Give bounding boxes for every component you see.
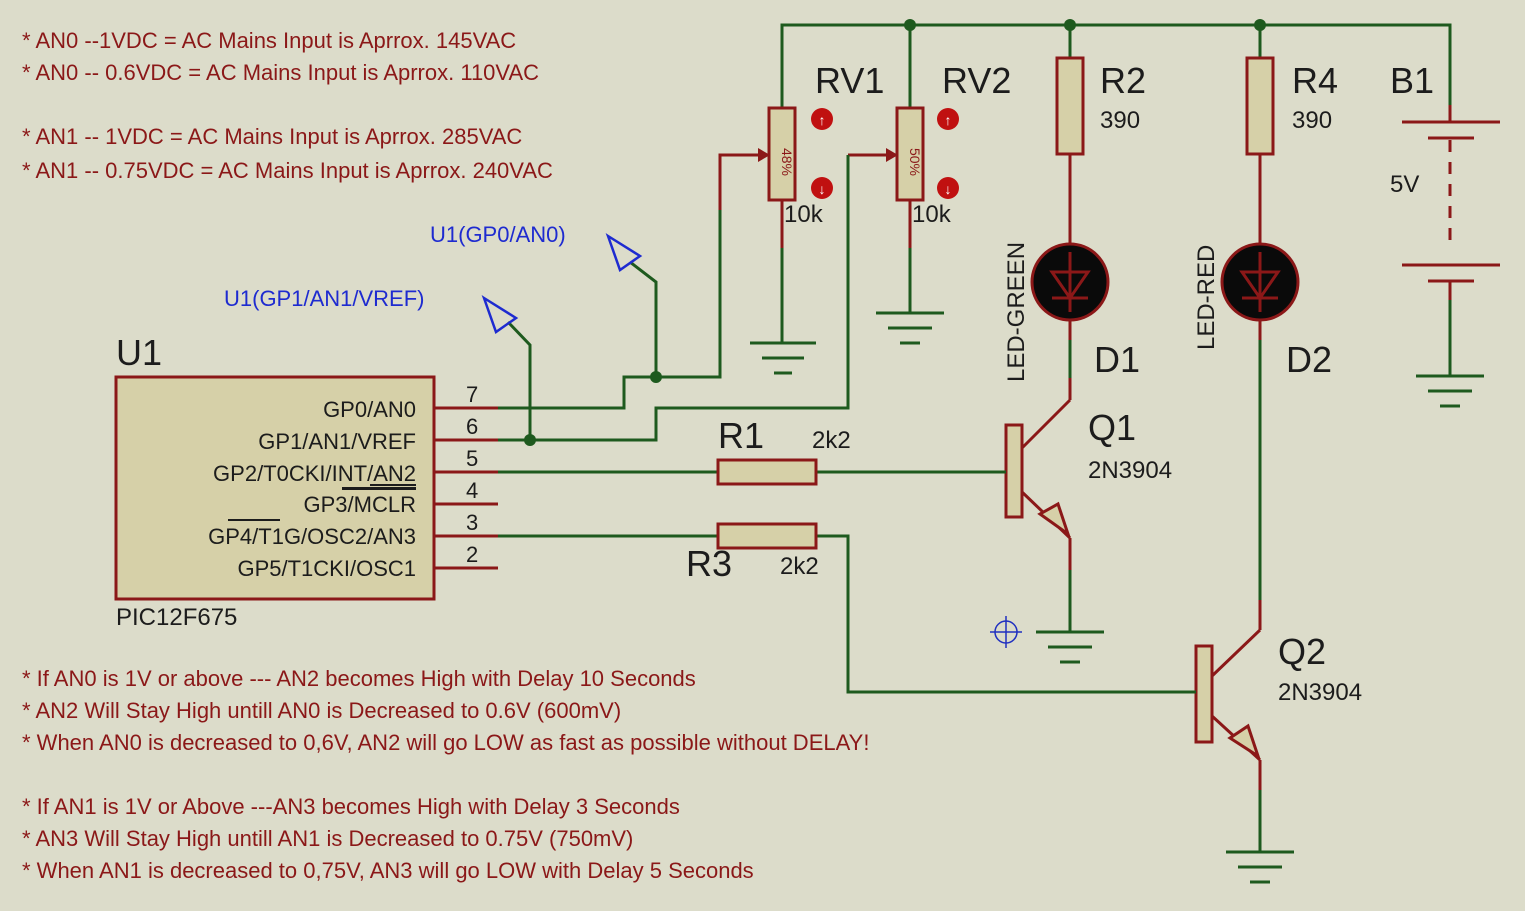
d1-type: LED-GREEN (1003, 242, 1030, 382)
d2-type: LED-RED (1193, 245, 1220, 350)
note-bottom-6: * When AN1 is decreased to 0,75V, AN3 wi… (22, 858, 754, 883)
b1-battery[interactable]: B1 5V (1390, 60, 1500, 375)
probe-arrow-icon (605, 233, 643, 272)
rv2-value: 10k (912, 201, 952, 228)
d2-led-red[interactable]: LED-RED D2 (1193, 242, 1332, 600)
r1-label: R1 (718, 415, 764, 456)
ground-symbol (1416, 374, 1484, 408)
svg-text:↓: ↓ (945, 181, 952, 197)
rv1-increase-icon[interactable] (811, 108, 833, 130)
note-bottom-2: * AN2 Will Stay High untill AN0 is Decre… (22, 698, 621, 723)
u1-pin-name: GP4/T1G/OSC2/AN3 (208, 524, 416, 549)
d1-led-green[interactable]: LED-GREEN D1 (1003, 242, 1140, 382)
junction-dot (1254, 19, 1266, 31)
note-bottom-5: * AN3 Will Stay High untill AN1 is Decre… (22, 826, 633, 851)
q2-transistor[interactable]: Q2 2N3904 (1194, 600, 1362, 852)
u1-pin-number: 6 (466, 414, 478, 439)
q1-label: Q1 (1088, 407, 1136, 448)
power-rail (780, 19, 1452, 108)
r3-value: 2k2 (780, 553, 819, 580)
q2-type: 2N3904 (1278, 679, 1362, 706)
u1-pin-name: GP1/AN1/VREF (258, 429, 416, 454)
svg-text:↓: ↓ (819, 181, 826, 197)
d1-label: D1 (1094, 339, 1140, 380)
r2-label: R2 (1100, 60, 1146, 101)
rv1-value: 10k (784, 201, 824, 228)
rv2-increase-icon[interactable] (937, 108, 959, 130)
junction-dot (650, 371, 662, 383)
ground-symbol (750, 341, 816, 375)
u1-pin-name: GP0/AN0 (323, 397, 416, 422)
r1-value: 2k2 (812, 427, 851, 454)
r2-value: 390 (1100, 107, 1140, 134)
u1-pin-number: 2 (466, 542, 478, 567)
r1-resistor[interactable]: R1 2k2 (716, 415, 851, 486)
u1-pin-name: GP5/T1CKI/OSC1 (237, 556, 416, 581)
junction-dot (904, 19, 916, 31)
d2-label: D2 (1286, 339, 1332, 380)
probe-an1-label: U1(GP1/AN1/VREF) (224, 286, 425, 311)
rv1-label: RV1 (815, 60, 884, 101)
rv2-potentiometer[interactable]: 50% ↑ ↓ RV2 10k (848, 60, 1011, 312)
u1-pin-number: 4 (466, 478, 478, 503)
probe-arrow-icon (481, 295, 519, 334)
ground-symbol (1226, 850, 1294, 884)
rv2-wiper-position: 50% (907, 148, 923, 176)
notes-bottom: * If AN0 is 1V or above --- AN2 becomes … (22, 666, 869, 883)
u1-pin-name: GP3/MCLR (304, 492, 416, 517)
u1-pin-number: 5 (466, 446, 478, 471)
note-bottom-3: * When AN0 is decreased to 0,6V, AN2 wil… (22, 730, 869, 755)
note-bottom-1: * If AN0 is 1V or above --- AN2 becomes … (22, 666, 696, 691)
note-bottom-4: * If AN1 is 1V or Above ---AN3 becomes H… (22, 794, 680, 819)
u1-part: PIC12F675 (116, 604, 237, 631)
origin-marker-icon (990, 616, 1022, 648)
rv1-decrease-icon[interactable] (811, 177, 833, 199)
b1-label: B1 (1390, 60, 1434, 101)
r3-resistor[interactable]: R3 2k2 (686, 522, 819, 584)
r2-resistor[interactable]: R2 390 (1055, 56, 1146, 245)
b1-voltage: 5V (1390, 171, 1419, 198)
probe-an0-label: U1(GP0/AN0) (430, 222, 566, 247)
q2-label: Q2 (1278, 631, 1326, 672)
ground-symbol (876, 311, 944, 345)
u1-microcontroller[interactable]: U1 PIC12F675 GP0/AN0 GP1/AN1/VREF GP2/T0… (114, 332, 498, 631)
u1-label: U1 (116, 332, 162, 373)
u1-pin-number: 7 (466, 382, 478, 407)
probe-an0[interactable]: U1(GP0/AN0) (430, 222, 643, 272)
note-top-1: * AN0 --1VDC = AC Mains Input is Aprrox.… (22, 28, 516, 53)
r4-resistor[interactable]: R4 390 (1245, 56, 1338, 245)
junction-dot (524, 434, 536, 446)
rv2-label: RV2 (942, 60, 1011, 101)
note-top-2: * AN0 -- 0.6VDC = AC Mains Input is Aprr… (22, 60, 539, 85)
r4-value: 390 (1292, 107, 1332, 134)
svg-text:↑: ↑ (945, 112, 952, 128)
junction-dot (1064, 19, 1076, 31)
ground-symbol (1036, 630, 1104, 664)
notes-top: * AN0 --1VDC = AC Mains Input is Aprrox.… (22, 28, 553, 183)
q1-transistor[interactable]: Q1 2N3904 (1004, 378, 1172, 632)
u1-pin-leads (434, 406, 498, 570)
svg-text:↑: ↑ (819, 112, 826, 128)
r3-label: R3 (686, 543, 732, 584)
u1-pin-number: 3 (466, 510, 478, 535)
probe-an1[interactable]: U1(GP1/AN1/VREF) (224, 286, 519, 334)
q1-type: 2N3904 (1088, 457, 1172, 484)
u1-pin-name: GP2/T0CKI/INT/AN2 (213, 461, 416, 486)
note-top-4: * AN1 -- 0.75VDC = AC Mains Input is Apr… (22, 158, 553, 183)
note-top-3: * AN1 -- 1VDC = AC Mains Input is Aprrox… (22, 124, 522, 149)
r4-label: R4 (1292, 60, 1338, 101)
rv1-wiper-position: 48% (779, 148, 795, 176)
rv1-potentiometer[interactable]: 48% ↑ ↓ RV1 10k (718, 60, 884, 342)
signal-wires (498, 155, 1196, 694)
rv2-decrease-icon[interactable] (937, 177, 959, 199)
